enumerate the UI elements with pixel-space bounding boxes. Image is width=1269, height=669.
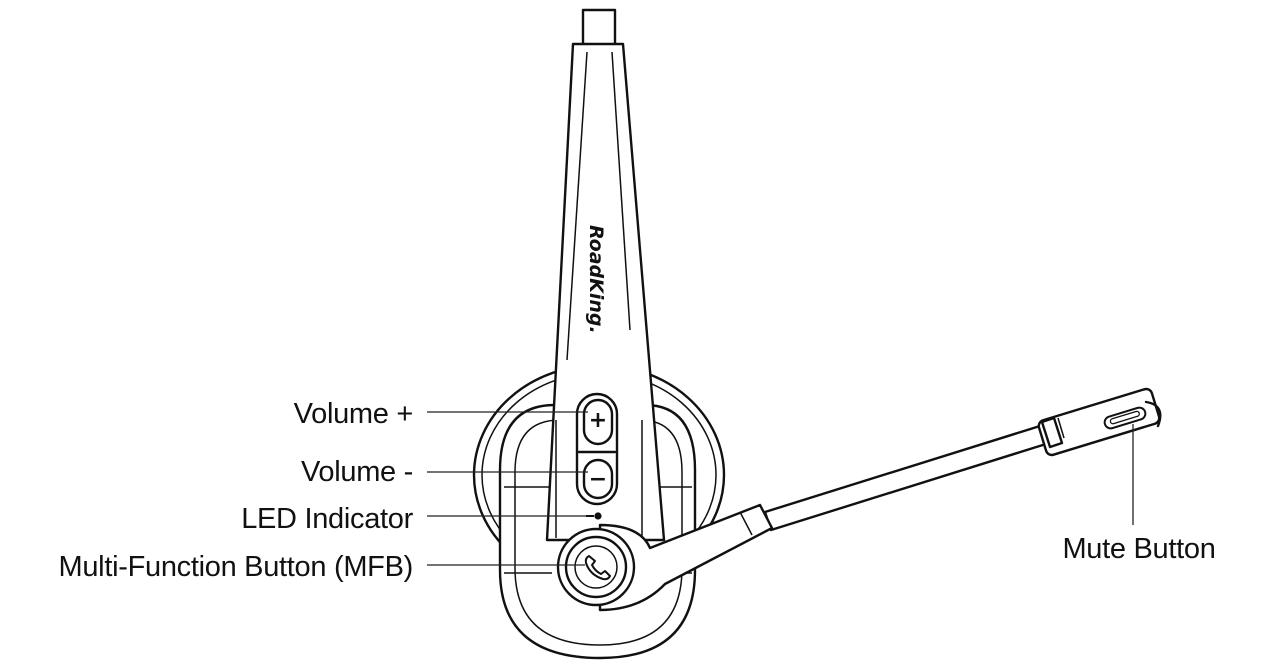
led-indicator (586, 512, 602, 520)
boom-pivot-arm (598, 503, 774, 612)
headband-tab (581, 8, 617, 48)
led-indicator-label: LED Indicator (241, 503, 413, 535)
volume-up-button[interactable]: + (582, 398, 614, 446)
volume-down-button[interactable]: − (582, 458, 614, 500)
microphone-boom (763, 387, 1162, 532)
volume-down-label: Volume - (301, 456, 413, 488)
brand-logo: RoadKing. (585, 225, 607, 334)
mute-button[interactable] (1103, 406, 1147, 430)
leader-lines (427, 411, 1134, 566)
multi-function-button[interactable] (556, 527, 636, 607)
plus-icon: + (589, 408, 607, 433)
volume-up-label: Volume + (294, 398, 413, 430)
minus-icon: − (589, 467, 607, 492)
phone-icon (584, 555, 611, 581)
mute-button-label: Mute Button (1062, 533, 1215, 565)
mfb-label: Multi-Function Button (MFB) (59, 551, 414, 583)
